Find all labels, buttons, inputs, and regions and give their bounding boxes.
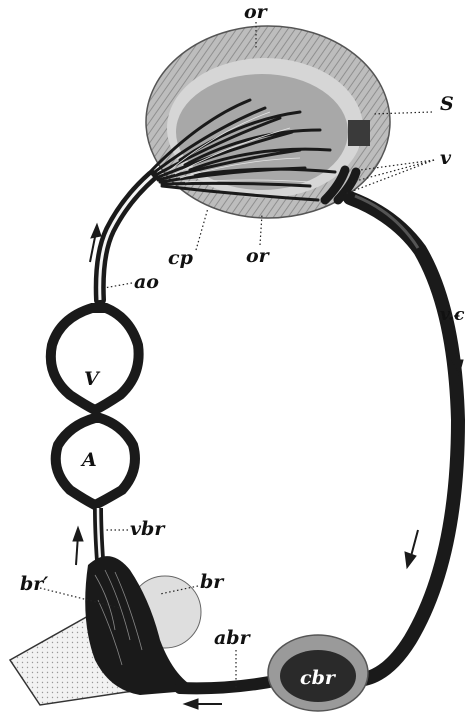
label-br-prime: br′ bbox=[20, 573, 48, 595]
label-or-bottom: or bbox=[246, 245, 271, 267]
label-abr: abr bbox=[214, 627, 252, 649]
label-A: A bbox=[80, 449, 97, 471]
top-organ bbox=[146, 26, 390, 218]
label-br: br bbox=[200, 571, 225, 593]
label-v: v bbox=[440, 147, 452, 169]
label-or-top: or bbox=[244, 1, 269, 23]
label-S: S bbox=[440, 93, 454, 115]
label-ao: ao bbox=[134, 271, 159, 293]
label-V: V bbox=[84, 368, 101, 390]
label-vbr: vbr bbox=[130, 518, 166, 540]
dark-patch bbox=[348, 120, 370, 146]
heart bbox=[51, 308, 139, 505]
ventricle bbox=[51, 308, 139, 410]
branchial-artery bbox=[180, 680, 280, 688]
arrow-down-lower bbox=[405, 530, 418, 568]
label-vc: v.c bbox=[440, 305, 465, 325]
arrow-up-vbr bbox=[73, 527, 83, 565]
arrow-left-bottom bbox=[184, 699, 222, 709]
label-cp: cp bbox=[168, 247, 194, 269]
vena-cava bbox=[350, 198, 458, 680]
label-cbr: cbr bbox=[300, 667, 337, 689]
